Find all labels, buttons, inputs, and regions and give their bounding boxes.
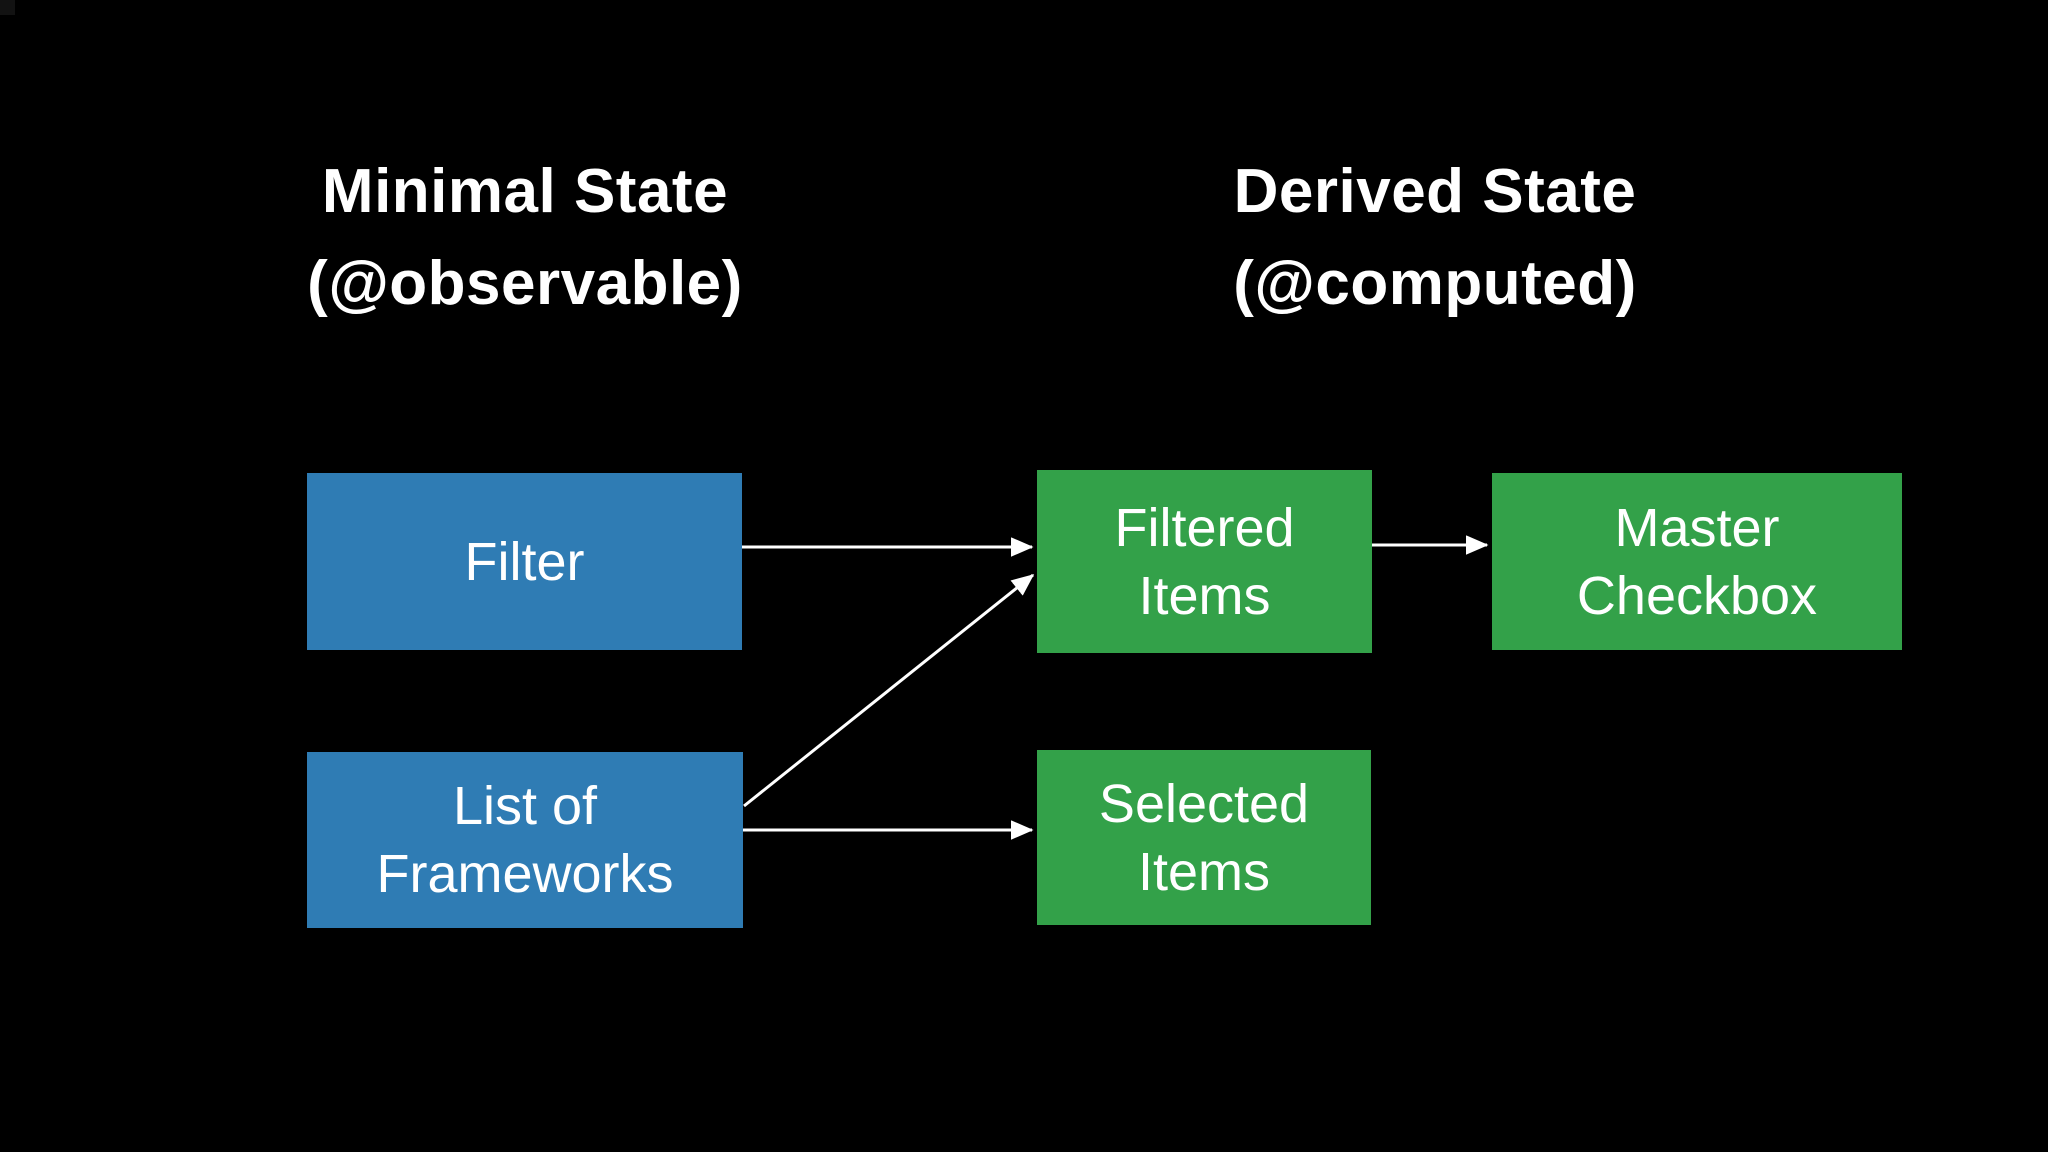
heading-line: Minimal State xyxy=(321,157,729,226)
node-label-line: List of xyxy=(452,776,598,836)
node-list-of-frameworks: List of Frameworks xyxy=(307,752,743,928)
heading-line: (@observable) xyxy=(307,249,743,318)
heading-minimal-state: Minimal State (@observable) xyxy=(225,146,825,330)
heading-line: (@computed) xyxy=(1233,249,1637,318)
node-label-line: Frameworks xyxy=(376,844,674,904)
heading-derived-state: Derived State (@computed) xyxy=(1135,146,1735,330)
node-label-line: Checkbox xyxy=(1576,565,1818,626)
node-filter: Filter xyxy=(307,473,742,650)
node-label-line: Filter xyxy=(464,531,585,592)
node-label-line: Filtered xyxy=(1114,497,1295,558)
node-label-line: Selected xyxy=(1098,773,1310,834)
corner-artifact xyxy=(0,0,15,15)
node-label-line: Items xyxy=(1137,841,1271,902)
node-master-checkbox: Master Checkbox xyxy=(1492,473,1902,650)
heading-line: Derived State xyxy=(1233,157,1637,226)
arrow-list-of-frameworks-to-filtered-items xyxy=(743,573,1035,808)
node-label-line: Items xyxy=(1138,565,1271,626)
node-filtered-items: Filtered Items xyxy=(1037,470,1372,653)
node-selected-items: Selected Items xyxy=(1037,750,1371,925)
node-label-line: Master xyxy=(1614,497,1780,558)
